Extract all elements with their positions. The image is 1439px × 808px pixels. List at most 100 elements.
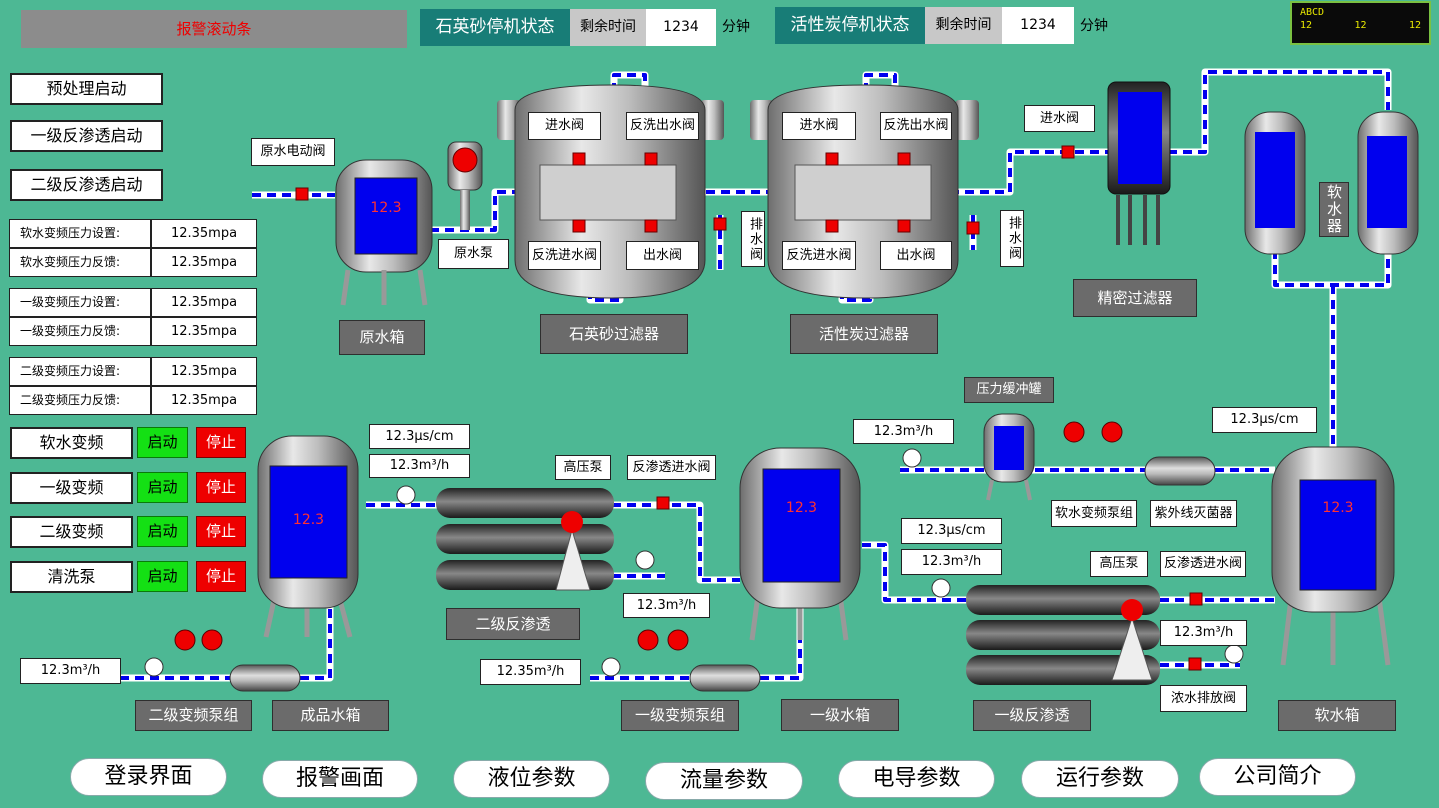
quartz-outlet-valve-label[interactable]: 出水阀 [626,241,699,270]
wash-pump-start-button[interactable]: 启动 [137,561,188,592]
wash-pump-label: 清洗泵 [10,561,133,593]
quartz-minutes-unit: 分钟 [722,19,750,35]
l2-pressure-set-value[interactable]: 12.35mpa [151,357,257,386]
carbon-drain-valve-label[interactable]: 排水阀 [1000,210,1024,267]
soft-pressure-fb-label: 软水变频压力反馈: [9,248,151,277]
softener-label: 软水器 [1319,182,1349,237]
softener-shapes [1244,111,1419,255]
precision-filter-label: 精密过滤器 [1073,279,1197,317]
l1-pressure-fb-value: 12.35mpa [151,317,257,346]
raw-tank-label: 原水箱 [339,320,425,355]
quartz-backwash-in-label[interactable]: 反洗进水阀 [528,241,601,270]
quartz-drain-valve-label[interactable]: 排水阀 [741,211,765,267]
l2-pressure-fb-label: 二级变频压力反馈: [9,386,151,415]
carbon-status-title: 活性炭停机状态 [775,7,925,44]
flow-left-readout: 12.3m³/h [20,658,121,684]
quartz-backwash-out-label[interactable]: 反洗出水阀 [626,112,699,140]
nav-company[interactable]: 公司简介 [1199,758,1356,796]
pretreat-start-button[interactable]: 预处理启动 [10,73,163,105]
quartz-inlet-valve-label[interactable]: 进水阀 [528,112,601,140]
flow-conc-readout: 12.3m³/h [1160,620,1247,646]
carbon-backwash-out-label[interactable]: 反洗出水阀 [880,112,952,140]
nav-runtime[interactable]: 运行参数 [1021,760,1179,798]
ro1-high-pump-label[interactable]: 高压泵 [1090,551,1148,577]
l2-pressure-set-label: 二级变频压力设置: [9,357,151,386]
pump-group1-label: 一级变频泵组 [621,700,739,731]
l1-vfd-label: 一级变频 [10,472,133,504]
l1-pressure-set-value[interactable]: 12.35mpa [151,288,257,317]
l2-vfd-label: 二级变频 [10,516,133,548]
buffer-tank-shape [983,413,1035,501]
carbon-remaining-label: 剩余时间 [925,7,1002,44]
product-tank-shape [257,435,359,638]
soft-vfd-stop-button[interactable]: 停止 [196,427,246,458]
soft-pressure-set-label: 软水变频压力设置: [9,219,151,248]
l1-pressure-set-label: 一级变频压力设置: [9,288,151,317]
ro2-inlet-valve-label[interactable]: 反渗透进水阀 [627,455,716,480]
raw-valve-label[interactable]: 原水电动阀 [251,138,335,166]
carbon-minutes-unit: 分钟 [1080,18,1108,34]
precision-inlet-valve-label[interactable]: 进水阀 [1024,105,1095,132]
carbon-remaining-value[interactable]: 1234 [1002,7,1074,44]
quartz-filter-label: 石英砂过滤器 [540,314,688,354]
quartz-status-title: 石英砂停机状态 [420,9,570,46]
ro2-label: 二级反渗透 [446,608,580,640]
cond-soft-readout: 12.3μs/cm [1212,407,1317,433]
clock-display: ABCD 12 12 12 [1290,1,1431,45]
soft-vfd-start-button[interactable]: 启动 [137,427,188,458]
flow-buffer-readout: 12.3m³/h [853,419,954,444]
l1-vfd-stop-button[interactable]: 停止 [196,472,246,503]
quartz-remaining-value[interactable]: 1234 [646,9,716,46]
conc-drain-valve-label[interactable]: 浓水排放阀 [1160,685,1247,712]
raw-pump-label[interactable]: 原水泵 [438,239,509,269]
precision-filter-shape [1107,81,1171,245]
carbon-outlet-valve-label[interactable]: 出水阀 [880,241,952,270]
clock-text: ABCD [1300,7,1325,18]
soft-pressure-set-value[interactable]: 12.35mpa [151,219,257,248]
flow-mid2-readout: 12.35m³/h [480,659,581,685]
raw-tank-level: 12.3 [370,200,402,216]
flow-ro1-readout: 12.3m³/h [901,549,1002,575]
ro2-start-button[interactable]: 二级反渗透启动 [10,169,163,201]
alarm-scroll-bar[interactable]: 报警滚动条 [21,10,407,48]
soft-vfd-label: 软水变频 [10,427,133,459]
carbon-backwash-in-label[interactable]: 反洗进水阀 [782,241,856,270]
tank1-shape [739,447,861,641]
product-tank-label: 成品水箱 [272,700,389,731]
ro2-high-pump-label[interactable]: 高压泵 [555,455,611,480]
nav-conductivity[interactable]: 电导参数 [838,760,995,798]
flow-mid-readout: 12.3m³/h [623,593,710,618]
soft-tank-label: 软水箱 [1278,700,1396,731]
ro2-shape [436,488,614,591]
product-tank-level: 12.3 [292,512,325,528]
cond-ro1-readout: 12.3μs/cm [901,518,1002,544]
ro1-start-button[interactable]: 一级反渗透启动 [10,120,163,152]
uv-shape [1144,456,1216,486]
cond-ro2-readout: 12.3μs/cm [369,424,470,449]
nav-login[interactable]: 登录界面 [70,758,227,796]
l2-vfd-stop-button[interactable]: 停止 [196,516,246,547]
nav-flow[interactable]: 流量参数 [645,762,803,800]
soft-pressure-fb-value: 12.35mpa [151,248,257,277]
carbon-filter-label: 活性炭过滤器 [790,314,938,354]
raw-pump-shape [447,141,483,230]
soft-tank-level: 12.3 [1322,500,1354,516]
pump-group2-label: 二级变频泵组 [135,700,252,731]
soft-tank-shape [1271,446,1395,666]
ro1-inlet-valve-label[interactable]: 反渗透进水阀 [1160,551,1246,577]
l1-vfd-start-button[interactable]: 启动 [137,472,188,503]
quartz-remaining-label: 剩余时间 [570,9,646,46]
clock-v2: 12 [1354,20,1367,31]
uv-sterilizer-label[interactable]: 紫外线灭菌器 [1150,500,1237,527]
carbon-inlet-valve-label[interactable]: 进水阀 [782,112,856,140]
tank1-level: 12.3 [785,500,818,516]
nav-level[interactable]: 液位参数 [453,760,610,798]
ro1-label: 一级反渗透 [973,700,1091,731]
wash-pump-stop-button[interactable]: 停止 [196,561,246,592]
clock-v3: 12 [1408,20,1421,31]
nav-alarm[interactable]: 报警画面 [262,760,418,798]
buffer-tank-label: 压力缓冲罐 [964,377,1054,403]
soft-pump-group-label[interactable]: 软水变频泵组 [1051,500,1137,527]
l2-vfd-start-button[interactable]: 启动 [137,516,188,547]
